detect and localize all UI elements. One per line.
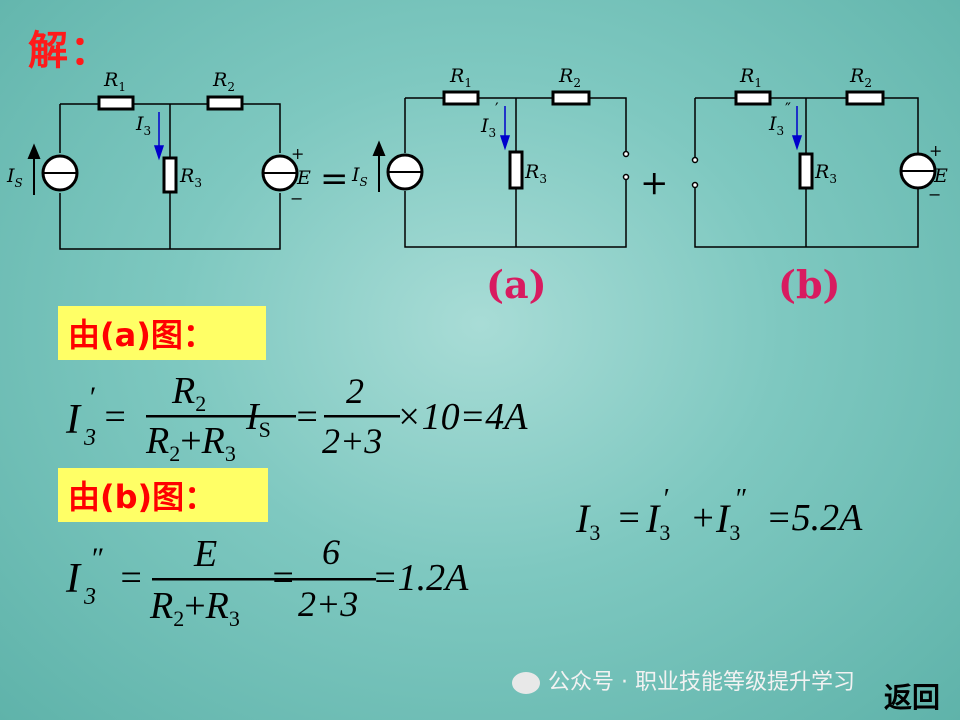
- label-e: E: [296, 167, 311, 189]
- label-a-is: IS: [351, 164, 368, 189]
- label-r1: R1: [103, 69, 126, 94]
- page-title: 解：: [28, 28, 112, 74]
- plus-sign: +: [640, 163, 669, 203]
- resistor-r3-original: [162, 156, 178, 194]
- svg-text:=5.2A: =5.2A: [766, 497, 863, 539]
- open-terminal-a-top: [622, 150, 630, 158]
- open-terminal-b-bottom: [691, 181, 699, 189]
- label-b-plus: +: [929, 141, 942, 160]
- svg-text:″: ″: [90, 542, 103, 575]
- equation-b: I 3 ″ = E R2+R3 = 6 2+3 =1.2A: [65, 532, 469, 631]
- svg-text:=: =: [616, 497, 642, 539]
- label-b-i3: I3: [768, 113, 784, 138]
- resistor-r1-a: [442, 90, 480, 106]
- svg-text:×10=4A: ×10=4A: [396, 396, 528, 438]
- svg-text:3: 3: [83, 584, 96, 610]
- svg-text:=: =: [118, 557, 144, 599]
- resistor-r1-original: [97, 95, 135, 111]
- label-b-e: E: [933, 165, 948, 187]
- watermark: 公众号 · 职业技能等级提升学习: [512, 664, 855, 696]
- equation-total: I3 = I3 ′ + I3 ″ =5.2A: [575, 488, 863, 545]
- svg-text:=: =: [294, 396, 320, 438]
- label-a-i3: I3: [480, 115, 496, 140]
- svg-text:6: 6: [322, 532, 340, 572]
- svg-text:+: +: [690, 497, 716, 539]
- label-b-dprime: ″: [785, 99, 791, 118]
- resistor-r2-a: [551, 90, 591, 106]
- svg-text:R2: R2: [171, 370, 206, 416]
- label-a-r3: R3: [524, 161, 547, 186]
- label-b-r3: R3: [814, 161, 837, 186]
- resistor-r3-b: [798, 152, 814, 190]
- svg-text:=: =: [102, 396, 128, 438]
- label-minus: −: [290, 189, 303, 208]
- svg-text:I: I: [65, 397, 82, 443]
- svg-text:I3: I3: [645, 496, 670, 545]
- circuit-diagrams: R1 R2 R3 I3 IS E + − R1 R2 R3 I3 ′ IS R1…: [6, 65, 948, 250]
- svg-text:=: =: [270, 557, 296, 599]
- wire-b: [694, 97, 919, 248]
- label-a-r2: R2: [558, 65, 581, 90]
- equals-sign: =: [320, 159, 349, 199]
- resistor-r2-b: [845, 90, 885, 106]
- svg-text:′: ′: [88, 381, 95, 414]
- svg-text:I: I: [65, 556, 82, 602]
- svg-text:R2+R3: R2+R3: [149, 585, 240, 631]
- svg-text:3: 3: [83, 425, 96, 451]
- resistor-r1-b: [734, 90, 772, 106]
- label-r2: R2: [212, 69, 235, 94]
- svg-text:E: E: [193, 533, 217, 575]
- label-r3: R3: [179, 165, 202, 190]
- label-is: IS: [6, 165, 23, 190]
- svg-text:R2+R3: R2+R3: [145, 420, 236, 465]
- svg-text:″: ″: [734, 488, 746, 515]
- svg-text:2+3: 2+3: [298, 584, 358, 624]
- label-a-prime: ′: [495, 99, 499, 118]
- label-from-b: 由(b)图：: [58, 468, 268, 522]
- caption-b: (b): [778, 262, 841, 307]
- open-terminal-a-bottom: [622, 173, 630, 181]
- svg-text:=1.2A: =1.2A: [372, 557, 469, 599]
- label-plus: +: [291, 144, 304, 163]
- label-b-minus: −: [928, 185, 941, 204]
- resistor-r2-original: [206, 95, 244, 111]
- svg-text:IS: IS: [245, 396, 271, 442]
- i3-arrow-original: [153, 145, 165, 161]
- back-button[interactable]: 返回: [884, 681, 941, 714]
- equation-a: I 3 ′ = R2 R2+R3 IS = 2 2+3 ×10=4A: [65, 370, 528, 465]
- label-from-a: 由(a)图：: [58, 306, 266, 360]
- label-i3: I3: [135, 113, 151, 138]
- caption-a: (a): [486, 262, 547, 307]
- open-terminal-b-top: [691, 156, 699, 164]
- svg-text:I3: I3: [715, 496, 740, 545]
- svg-text:′: ′: [662, 488, 669, 515]
- resistor-r3-a: [508, 150, 524, 190]
- i3-arrow-a: [499, 135, 511, 151]
- svg-text:I3: I3: [575, 496, 600, 545]
- label-b-r2: R2: [849, 65, 872, 90]
- svg-text:2: 2: [346, 371, 364, 411]
- label-b-r1: R1: [739, 65, 762, 90]
- i3-arrow-b: [791, 135, 803, 151]
- label-a-r1: R1: [449, 65, 472, 90]
- svg-text:2+3: 2+3: [322, 421, 382, 461]
- wechat-icon: [512, 672, 540, 694]
